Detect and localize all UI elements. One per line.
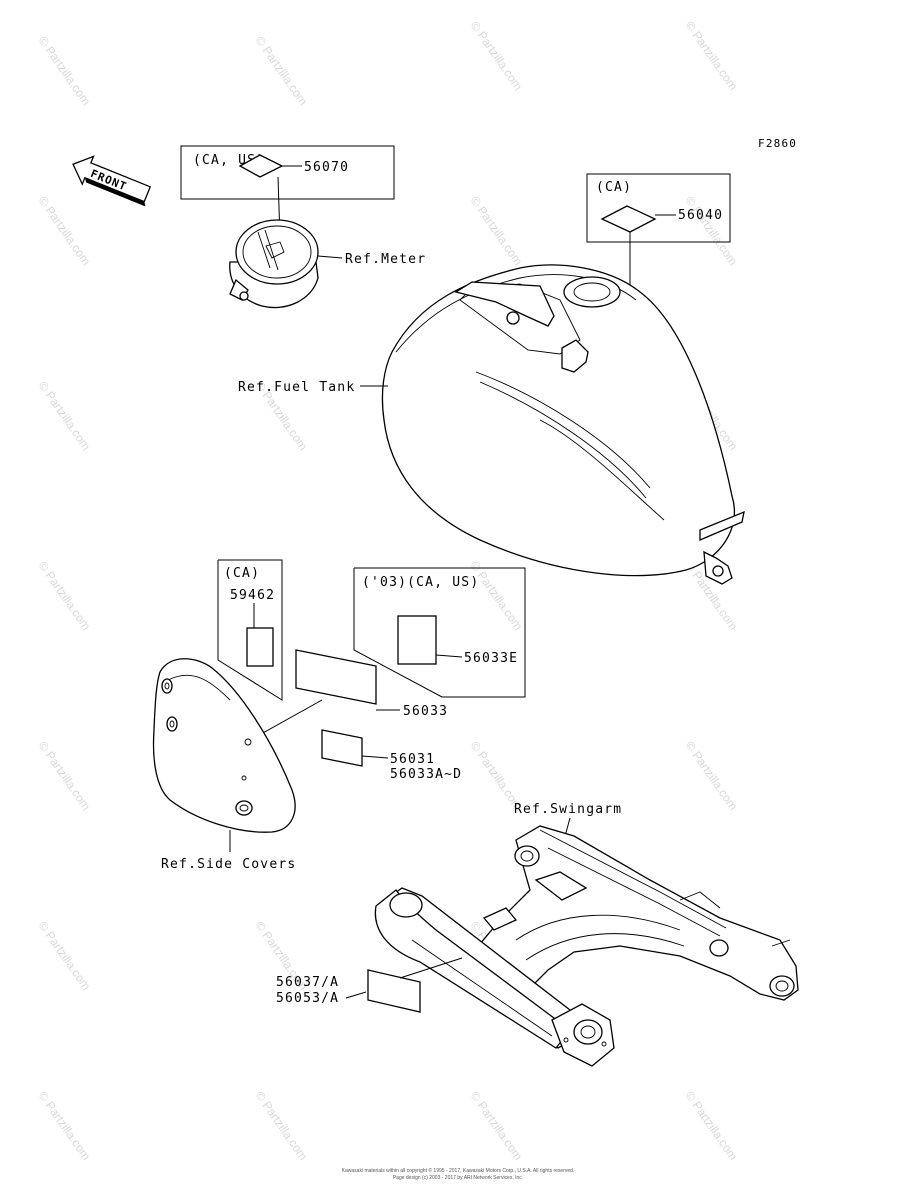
watermark: © Partzilla.com [253,1089,311,1163]
label-decal-56040 [600,205,657,233]
group-box-ca-tank [586,173,731,243]
watermark: © Partzilla.com [36,379,94,453]
watermark: © Partzilla.com [36,1089,94,1163]
watermark: © Partzilla.com [683,739,741,813]
watermark: © Partzilla.com [468,1089,526,1163]
watermark: © Partzilla.com [683,1089,741,1163]
part-number-56037-A: 56037/A [276,975,339,990]
ref-meter-label: Ref.Meter [345,252,426,267]
group-label-ca-side: (CA) [224,566,260,581]
group-box-ca-side [217,559,283,701]
group-box-ca-us-meter [180,145,395,200]
watermark: © Partzilla.com [468,559,526,633]
part-number-56053-A: 56053/A [276,991,339,1006]
ref-side-covers-label: Ref.Side Covers [161,857,296,872]
swingarm-drawing [374,825,799,1067]
group-label-ca-tank: (CA) [596,180,632,195]
side-cover-drawing [152,658,296,833]
watermark: © Partzilla.com [36,34,94,108]
watermark: © Partzilla.com [468,194,526,268]
ref-fuel-tank-label: Ref.Fuel Tank [238,380,355,395]
part-number-56070: 56070 [304,160,349,175]
watermark: © Partzilla.com [36,194,94,268]
group-box-03-ca-us [353,567,526,698]
figure-code: F2860 [758,137,797,150]
watermark: © Partzilla.com [468,19,526,93]
front-arrow-icon: FRONT [72,155,152,207]
watermark: © Partzilla.com [253,34,311,108]
ref-swingarm-label: Ref.Swingarm [514,802,622,817]
watermark: © Partzilla.com [683,194,741,268]
label-decal-56037 [367,969,421,1013]
watermark: © Partzilla.com [36,559,94,633]
label-decal-56033E [397,615,437,665]
label-decal-56031 [321,729,363,767]
copyright-line: Kawasaki materials within all copyright … [342,1167,575,1174]
part-number-56040: 56040 [678,208,723,223]
watermark: © Partzilla.com [36,739,94,813]
watermark: © Partzilla.com [36,919,94,993]
fuel-tank-drawing [381,264,745,585]
group-label-03-ca-us: ('03)(CA, US) [362,575,479,590]
part-number-56031: 56031 [390,752,435,767]
label-decal-59462 [246,627,274,667]
part-number-59462: 59462 [230,588,275,603]
meter-drawing [229,219,319,309]
part-number-56033A-D: 56033A~D [390,767,462,782]
page-design-line: Page design (c) 2003 - 2017 by ARI Netwo… [393,1175,523,1181]
part-number-56033: 56033 [403,704,448,719]
label-decal-56033 [295,649,377,705]
watermark: © Partzilla.com [683,19,741,93]
part-number-56033E: 56033E [464,651,518,666]
